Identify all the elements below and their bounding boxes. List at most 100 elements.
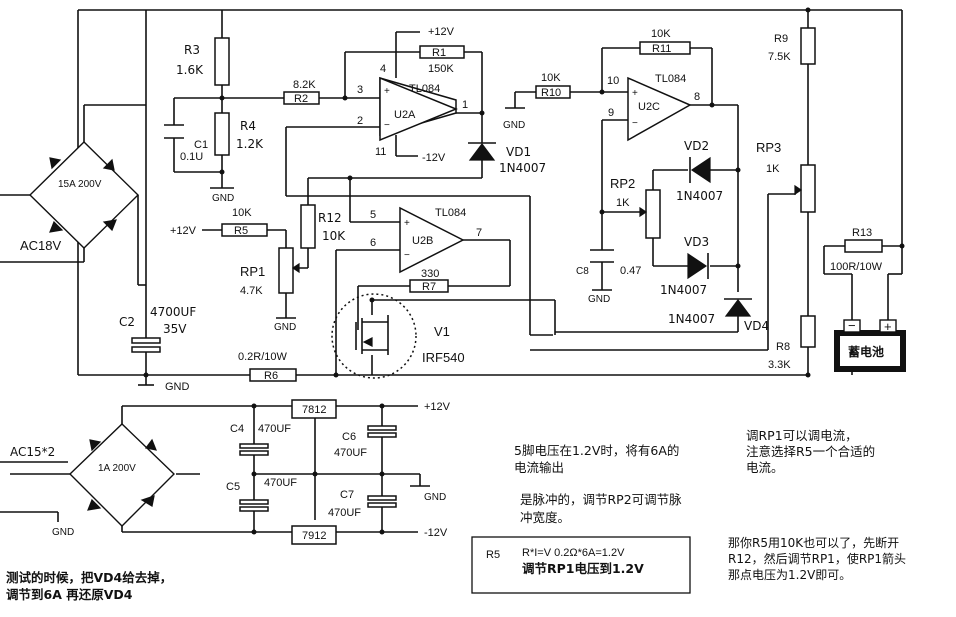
note-rp1-line3: 电流。: [746, 460, 784, 475]
bridge-rectifier-2: 1A 200V AC15*2 GND: [10, 423, 175, 538]
resistor-r9: R9 7.5K: [768, 27, 816, 65]
vd4-part: 1N4007: [668, 312, 715, 326]
resistor-r4: R4 1.2K: [214, 112, 264, 156]
resistor-r12: R12 10K: [300, 204, 346, 249]
r13-value: 100R/10W: [830, 261, 883, 273]
capacitor-c5: C5 470UF: [226, 477, 297, 512]
rp1-value: 4.7K: [240, 285, 263, 297]
note-r12-line1: 那你R5用10K也可以了，先断开: [728, 535, 899, 550]
c6-value: 470UF: [334, 447, 367, 459]
note-r5-box: R5 R*I=V 0.2Ω*6A=1.2V 调节RP1电压到1.2V: [471, 536, 691, 594]
r9-value: 7.5K: [768, 51, 791, 63]
note-rp1-line2: 注意选择R5一个合适的: [746, 444, 875, 459]
r6-ref: R6: [264, 370, 278, 382]
svg-text:−: −: [632, 118, 638, 129]
opamp-u2c: U2C TL084 + − 10 9 8: [607, 73, 700, 142]
vd2-ref: VD2: [684, 139, 709, 153]
resistor-r5: 10K R5 +12V: [170, 207, 268, 237]
resistor-r13: R13 100R/10W: [830, 227, 883, 273]
c5-value: 470UF: [264, 477, 297, 489]
rail-neg12-supply: -12V: [424, 527, 448, 539]
r12-ref: R12: [318, 211, 342, 225]
r4-ref: R4: [240, 119, 256, 133]
note-test-line2: 调节到6A 再还原VD4: [6, 587, 133, 602]
svg-text:+: +: [384, 86, 390, 97]
u2c-wiring: [514, 47, 739, 333]
c7-value: 470UF: [328, 507, 361, 519]
regulator-7912: 7912 -12V: [291, 525, 448, 545]
r7-value: 330: [421, 268, 439, 280]
note-test-line1: 测试的时候，把VD4给去掉，: [6, 570, 172, 585]
c7-ref: C7: [340, 489, 354, 501]
note-pulse-line1: 是脉冲的，调节RP2可调节脉: [520, 492, 682, 507]
rp2-ref: RP2: [610, 176, 635, 191]
rail-neg12-u2a: -12V: [422, 152, 446, 164]
bridge1-rating: 15A 200V: [58, 179, 102, 190]
u2c-pin9: 9: [608, 107, 614, 119]
u2c-pin10: 10: [607, 75, 619, 87]
regulator-7812: 7812 +12V: [291, 399, 451, 419]
note-r5-formula: R*I=V 0.2Ω*6A=1.2V: [522, 547, 625, 559]
resistor-r8: R8 3.3K: [768, 315, 816, 371]
c8-ref: C8: [576, 266, 589, 277]
resistor-r3: R3 1.6K: [176, 37, 230, 86]
diode-vd3: VD3 1N4007: [660, 235, 709, 297]
r13-ref: R13: [852, 227, 872, 239]
u2b-chip: TL084: [435, 207, 466, 219]
r10-value: 10K: [541, 72, 561, 84]
r6-value: 0.2R/10W: [238, 351, 288, 363]
capacitor-c2: C2 4700UF 35V GND: [119, 305, 196, 393]
battery-plus: +: [884, 319, 892, 334]
note-r12-line2: R12，然后调节RP1，使RP1箭头: [728, 551, 906, 566]
gnd-label-bridge2: GND: [52, 527, 74, 538]
note-test: 测试的时候，把VD4给去掉， 调节到6A 再还原VD4: [6, 570, 172, 602]
bridge-rectifier-1: 15A 200V AC18V: [0, 104, 146, 286]
potentiometer-rp3: RP3 1K: [756, 140, 816, 213]
resistor-r6: 0.2R/10W R6: [238, 351, 297, 382]
note-pin5-line1: 5脚电压在1.2V时，将有6A的: [514, 443, 679, 458]
resistor-r11: 10K R11: [639, 28, 691, 55]
battery: − + 蓄电池: [834, 318, 906, 372]
resistor-r10: 10K R10 GND: [503, 72, 571, 131]
capacitor-c6: C6 470UF: [334, 425, 397, 459]
reg-pos-ref: 7812: [302, 404, 326, 416]
rail-pos12-rp: +12V: [170, 225, 197, 237]
r7-ref: R7: [422, 281, 436, 293]
u2a-pin1: 1: [462, 99, 468, 111]
diode-vd2: VD2 1N4007: [676, 139, 723, 203]
note-r12: 那你R5用10K也可以了，先断开 R12，然后调节RP1，使RP1箭头 那点电压…: [728, 535, 906, 582]
gnd-label-r10: GND: [503, 120, 525, 131]
capacitor-c8: C8 0.47 GND: [576, 249, 641, 305]
reg-neg-ref: 7912: [302, 530, 326, 542]
u2a-pin4: 4: [380, 63, 386, 75]
c2-voltage: 35V: [163, 322, 187, 336]
vd1-ref: VD1: [506, 145, 531, 159]
vd1-part: 1N4007: [499, 161, 546, 175]
svg-text:+: +: [404, 218, 410, 229]
bridge1-input-label: AC18V: [20, 238, 62, 253]
r3-ref: R3: [184, 43, 200, 57]
u2a-pin2: 2: [357, 115, 363, 127]
bridge2-rating: 1A 200V: [98, 463, 136, 474]
c4-ref: C4: [230, 423, 244, 435]
capacitor-c7: C7 470UF: [328, 489, 397, 519]
r2-value: 8.2K: [293, 79, 316, 91]
c4-value: 470UF: [258, 423, 291, 435]
vd3-ref: VD3: [684, 235, 709, 249]
u2a-chip: TL084: [409, 83, 440, 95]
u2a-ref: U2A: [394, 109, 416, 121]
u2c-pin8: 8: [694, 91, 700, 103]
opamp-u2a: U2A TL084 + − 4 3 2 11 1 +12V -12V: [357, 26, 468, 164]
u2a-pin11: 11: [375, 146, 386, 158]
u2c-chip: TL084: [655, 73, 686, 85]
note-pulse-line2: 冲宽度。: [520, 510, 570, 525]
r3-value: 1.6K: [176, 63, 204, 77]
bridge2-input-label: AC15*2: [10, 445, 55, 459]
v1-ref: V1: [434, 324, 450, 339]
c2-value: 4700UF: [150, 305, 196, 319]
u2a-pin3: 3: [357, 84, 363, 96]
u2b-pin7: 7: [476, 227, 482, 239]
gnd-label-c2: GND: [165, 381, 190, 393]
